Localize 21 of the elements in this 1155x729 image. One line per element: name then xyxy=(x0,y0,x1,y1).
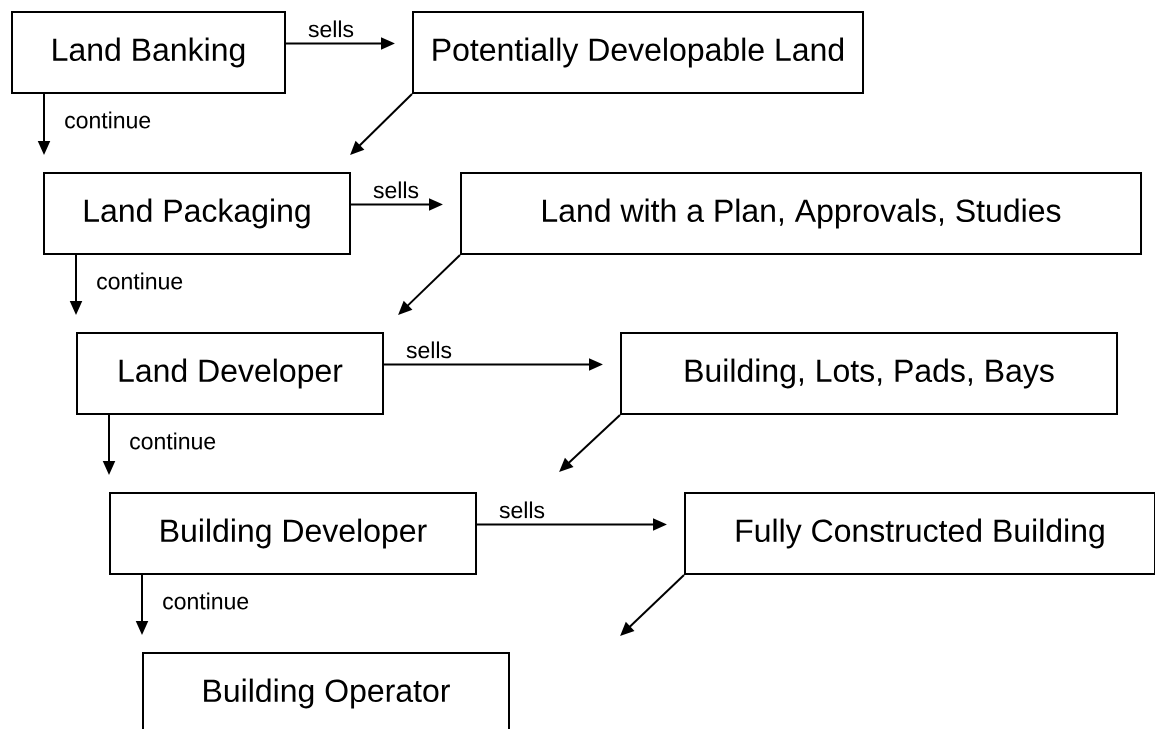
edge-label: continue xyxy=(128,431,218,451)
edge-label: continue xyxy=(95,271,185,291)
process-box: Land Banking xyxy=(11,11,286,94)
edge-label: sells xyxy=(498,500,546,520)
arrow xyxy=(350,93,413,155)
edge-label: continue xyxy=(63,110,153,130)
edge-label: sells xyxy=(405,340,453,360)
edge-label: sells xyxy=(307,19,355,39)
process-box: Building, Lots, Pads, Bays xyxy=(620,332,1118,415)
arrow xyxy=(620,574,685,636)
process-box: Land Packaging xyxy=(43,172,351,255)
process-box: Land Developer xyxy=(76,332,384,415)
process-box: Fully Constructed Building xyxy=(684,492,1155,575)
edge-label: continue xyxy=(161,591,251,611)
edge-label: sells xyxy=(372,180,420,200)
process-box: Building Operator xyxy=(142,652,510,729)
arrow xyxy=(398,254,461,315)
process-box: Potentially Developable Land xyxy=(412,11,864,94)
process-box: Land with a Plan, Approvals, Studies xyxy=(460,172,1142,255)
arrow xyxy=(559,414,621,472)
process-box: Building Developer xyxy=(109,492,477,575)
